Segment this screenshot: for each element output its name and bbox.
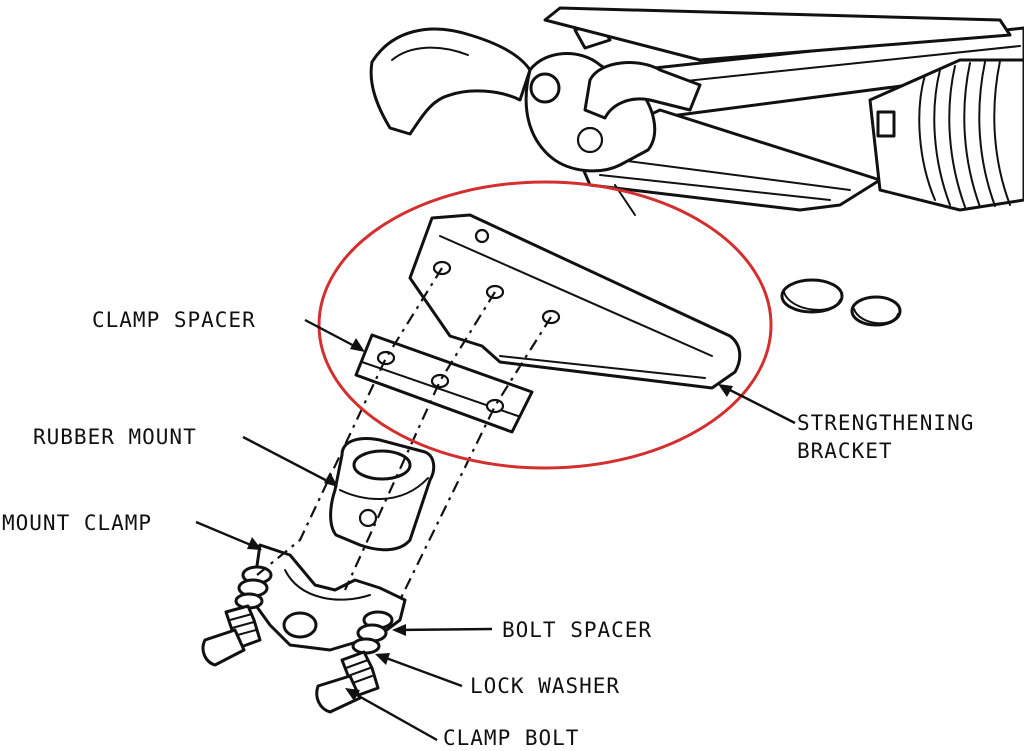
leader-lines	[195, 318, 796, 742]
leader-rubber-mount	[242, 435, 336, 487]
label-strengthening-bracket-line1: STRENGTHENING	[797, 411, 975, 435]
label-mount-clamp: MOUNT CLAMP	[2, 511, 153, 535]
label-rubber-mount: RUBBER MOUNT	[33, 425, 197, 449]
rubber-mount	[329, 437, 436, 552]
assembly-centerlines	[256, 267, 552, 601]
label-lock-washer: LOCK WASHER	[470, 674, 621, 698]
clamp-spacer	[354, 333, 534, 434]
leader-strengthening	[721, 384, 796, 425]
leader-mount-clamp	[195, 520, 259, 550]
left-bolt-stack	[201, 565, 273, 667]
label-clamp-bolt: CLAMP BOLT	[443, 726, 580, 750]
leader-bolt-spacer	[394, 627, 493, 632]
leader-lock-washer	[377, 653, 463, 688]
label-clamp-spacer: CLAMP SPACER	[92, 308, 256, 332]
label-strengthening-bracket-line2: BRACKET	[797, 439, 893, 463]
leader-arrowheads	[247, 338, 733, 701]
frame-plugs	[780, 278, 902, 327]
strengthening-bracket	[408, 213, 742, 390]
frame-assembly	[369, 6, 1024, 216]
highlight-ellipse	[317, 180, 773, 470]
leader-clamp-bolt	[347, 688, 438, 742]
bellows	[868, 58, 1024, 212]
label-bolt-spacer: BOLT SPACER	[502, 618, 653, 642]
